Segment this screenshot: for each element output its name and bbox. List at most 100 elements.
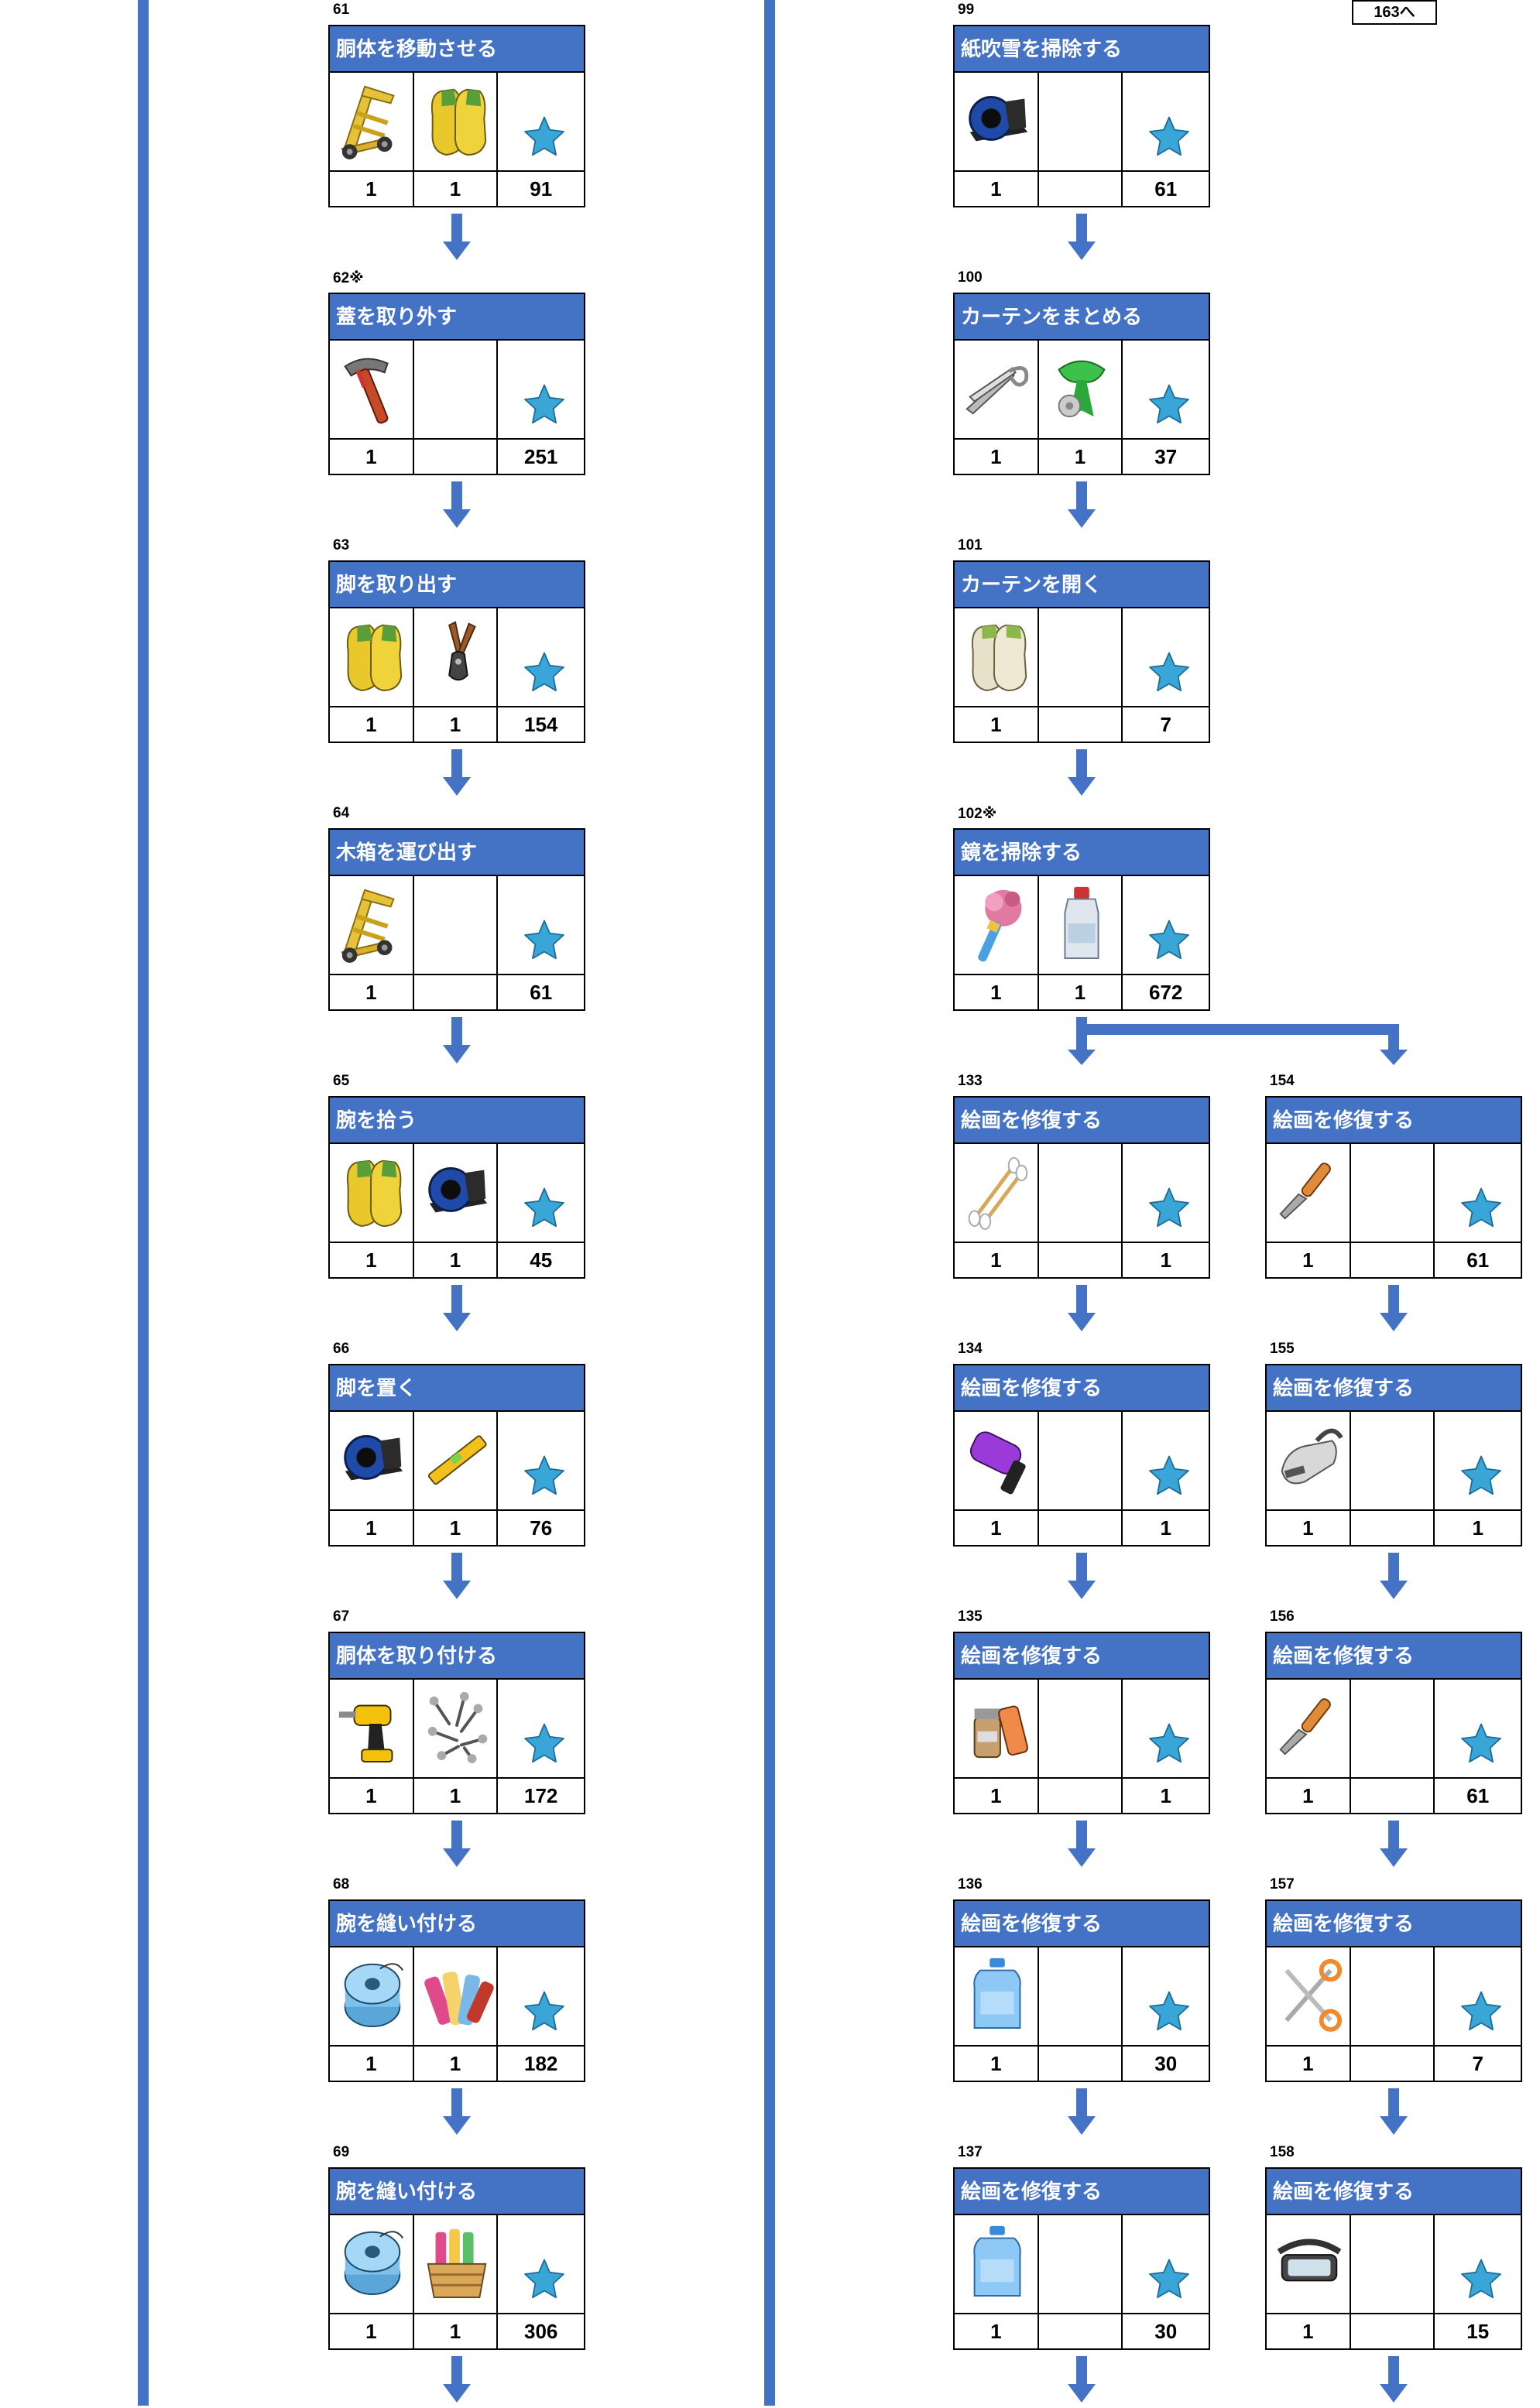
star-icon xyxy=(1147,918,1192,963)
item-slot xyxy=(955,1947,1039,2047)
star-reward-count: 61 xyxy=(530,981,553,1004)
item-2-count xyxy=(1039,1511,1123,1545)
down-arrow-icon xyxy=(1066,2088,1097,2136)
reward-slot xyxy=(498,876,585,975)
step-number: 154 xyxy=(1270,1073,1295,1089)
empty-item-slot xyxy=(1350,1947,1435,2047)
item-2-count xyxy=(1039,2314,1123,2348)
empty-item-slot xyxy=(1350,1144,1435,1243)
reward-slot xyxy=(1435,1412,1521,1511)
star-reward-count: 45 xyxy=(530,1249,553,1272)
item-slot xyxy=(1267,1144,1351,1243)
item-1-count: 1 xyxy=(330,2047,414,2081)
down-arrow-icon xyxy=(1378,1285,1409,1333)
item-slot xyxy=(955,1680,1039,1779)
item-row xyxy=(1267,1144,1521,1243)
paint-roller-icon xyxy=(959,1418,1035,1505)
item-slot xyxy=(330,876,414,975)
reward-slot xyxy=(498,608,585,707)
task-title: 木箱を運び出す xyxy=(330,830,584,876)
down-arrow-icon xyxy=(1066,1821,1097,1869)
item-2-count xyxy=(1039,1243,1123,1277)
star-icon xyxy=(1147,1186,1192,1231)
star-reward-count: 15 xyxy=(1466,2320,1490,2343)
item-1-count: 1 xyxy=(955,2047,1039,2081)
star-icon xyxy=(522,1454,567,1499)
task-title: 胴体を取り付ける xyxy=(330,1633,584,1680)
item-2-count: 1 xyxy=(414,172,499,206)
item-row xyxy=(955,341,1209,440)
star-icon xyxy=(522,650,567,695)
step-number: 64 xyxy=(333,805,350,821)
item-slot xyxy=(413,1412,499,1511)
item-slot xyxy=(330,1412,414,1511)
work-gloves-icon xyxy=(334,615,410,701)
item-1-count: 1 xyxy=(330,1243,414,1277)
star-reward-count: 7 xyxy=(1472,2052,1483,2075)
thread-snips-icon xyxy=(959,347,1035,433)
star-reward-count: 1 xyxy=(1160,1516,1171,1540)
star-reward-count: 91 xyxy=(530,177,553,200)
item-row xyxy=(1267,1680,1521,1779)
cloth-gloves-icon xyxy=(959,615,1035,701)
paint-brushes-icon xyxy=(959,1686,1035,1773)
star-icon xyxy=(522,382,567,427)
item-row xyxy=(330,1680,585,1779)
item-row xyxy=(330,1144,585,1243)
head-magnifier-icon xyxy=(1271,2221,1347,2308)
spirit-level-icon xyxy=(419,1418,495,1505)
star-icon xyxy=(1147,382,1192,427)
step-number: 66 xyxy=(333,1341,350,1357)
task-title: 腕を縫い付ける xyxy=(330,1901,584,1947)
star-icon xyxy=(522,2257,567,2302)
reward-slot xyxy=(1123,876,1209,975)
goto-163-button[interactable]: 163へ xyxy=(1352,0,1437,25)
item-1-count: 1 xyxy=(1267,2047,1351,2081)
item-2-count xyxy=(1351,1243,1435,1277)
task-title: カーテンを開く xyxy=(955,562,1209,608)
reward-slot xyxy=(1123,1680,1209,1779)
item-slot xyxy=(413,1680,499,1779)
empty-item-slot xyxy=(1038,1680,1123,1779)
water-jug-icon xyxy=(959,2221,1035,2308)
down-arrow-icon xyxy=(1378,2356,1409,2404)
task-title: 絵画を修復する xyxy=(1267,1633,1521,1680)
item-row xyxy=(955,608,1209,707)
empty-item-slot xyxy=(1038,1947,1123,2047)
item-1-count: 1 xyxy=(955,1511,1039,1545)
star-reward-count: 61 xyxy=(1466,1784,1490,1807)
task-title: 絵画を修復する xyxy=(955,1098,1209,1144)
